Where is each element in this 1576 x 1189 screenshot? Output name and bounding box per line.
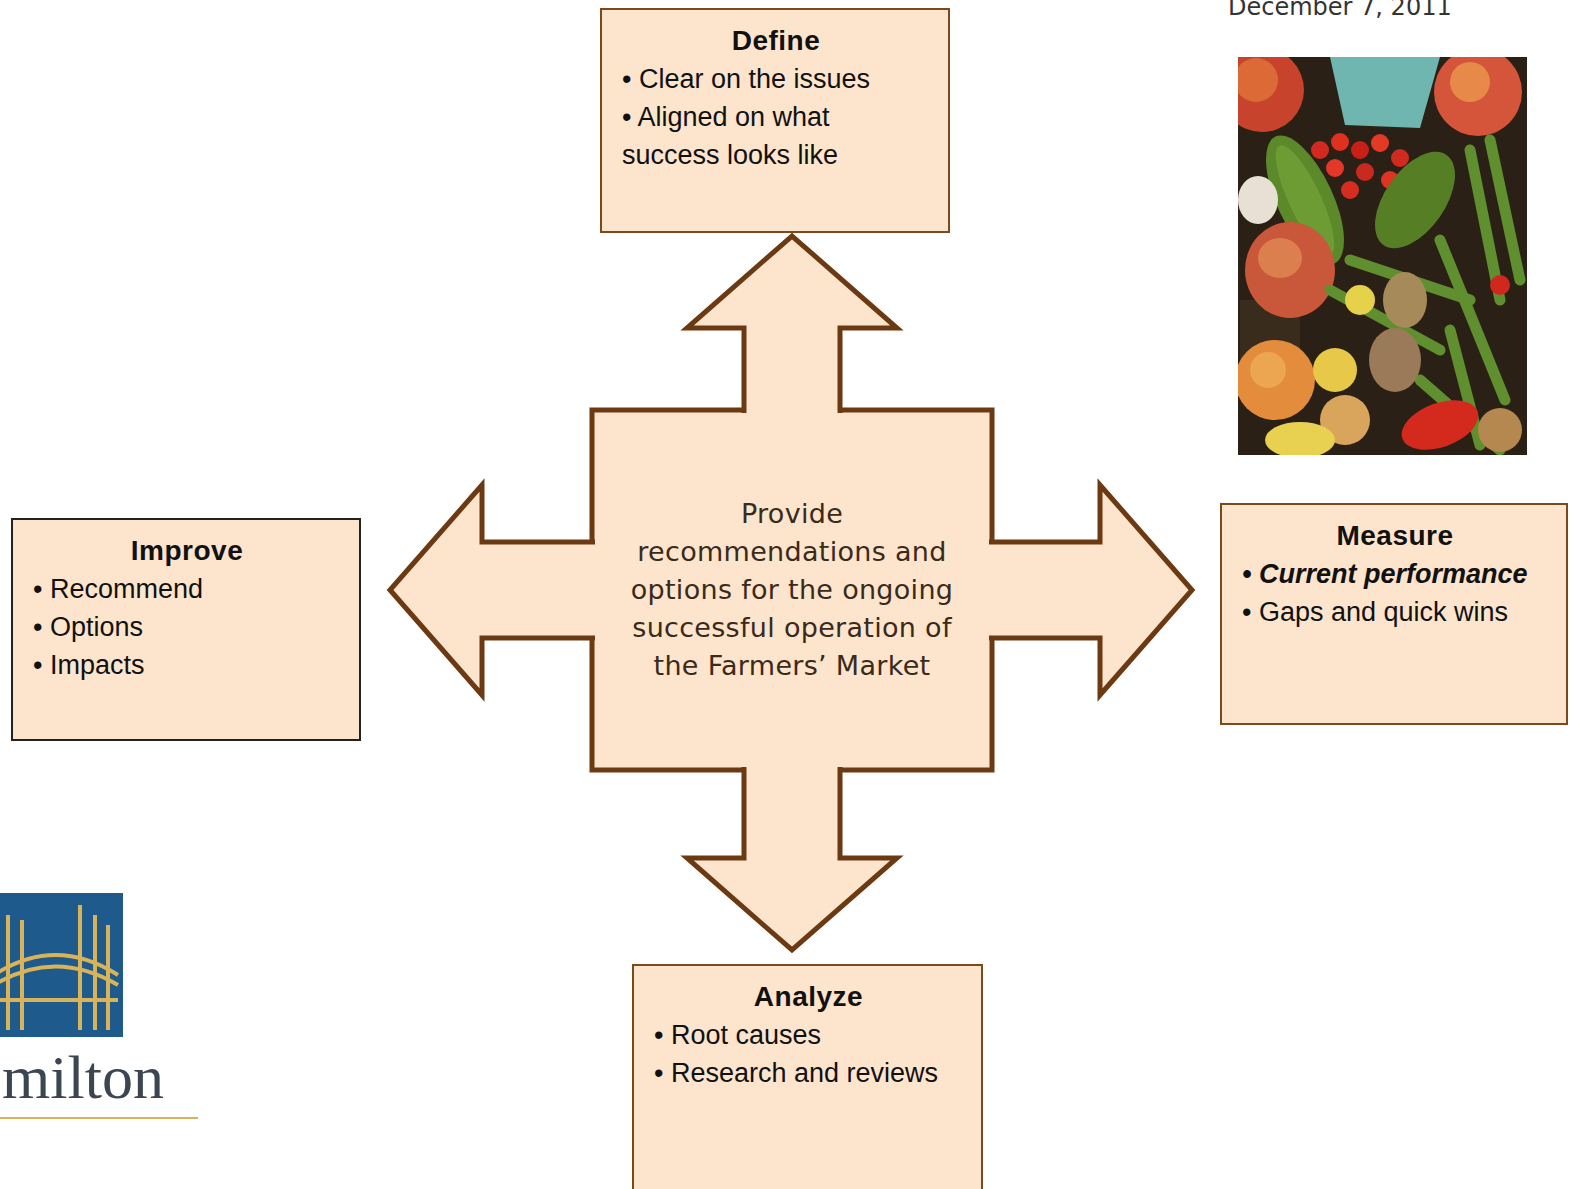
improve-box: Improve• Recommend• Options• Impacts (11, 518, 361, 741)
bullet-item: • Current performance (1242, 555, 1548, 593)
box-title: Improve (33, 532, 341, 570)
hub-text: Provide recommendations and options for … (618, 495, 966, 685)
block-arrow (687, 236, 897, 416)
logo-wordmark: milton (2, 1042, 164, 1113)
bullet-item: • Gaps and quick wins (1242, 593, 1548, 631)
measure-box: Measure• Current performance• Gaps and q… (1220, 503, 1568, 725)
bullet-item: • Options (33, 608, 341, 646)
hub-text-area: Provide recommendations and options for … (592, 410, 992, 770)
bullet-item: • Root causes (654, 1016, 963, 1054)
hub-square (592, 410, 992, 770)
block-arrow (687, 764, 897, 950)
bullet-item: • Impacts (33, 646, 341, 684)
bullet-item: • Clear on the issues (622, 60, 930, 98)
vegetable-photo (1220, 48, 1527, 459)
date-label: December 7, 2011 (1228, 0, 1452, 21)
block-arrow (986, 485, 1192, 695)
bullet-item: • Aligned on what success looks like (622, 98, 930, 174)
bullet-item: • Recommend (33, 570, 341, 608)
city-logo (0, 893, 198, 1118)
define-box: Define• Clear on the issues• Aligned on … (600, 8, 950, 233)
block-arrow (390, 485, 598, 695)
analyze-box: Analyze• Root causes• Research and revie… (632, 964, 983, 1189)
box-title: Define (622, 22, 930, 60)
hub-fill (595, 413, 989, 767)
box-title: Analyze (654, 978, 963, 1016)
box-title: Measure (1242, 517, 1548, 555)
bullet-item: • Research and reviews (654, 1054, 963, 1092)
